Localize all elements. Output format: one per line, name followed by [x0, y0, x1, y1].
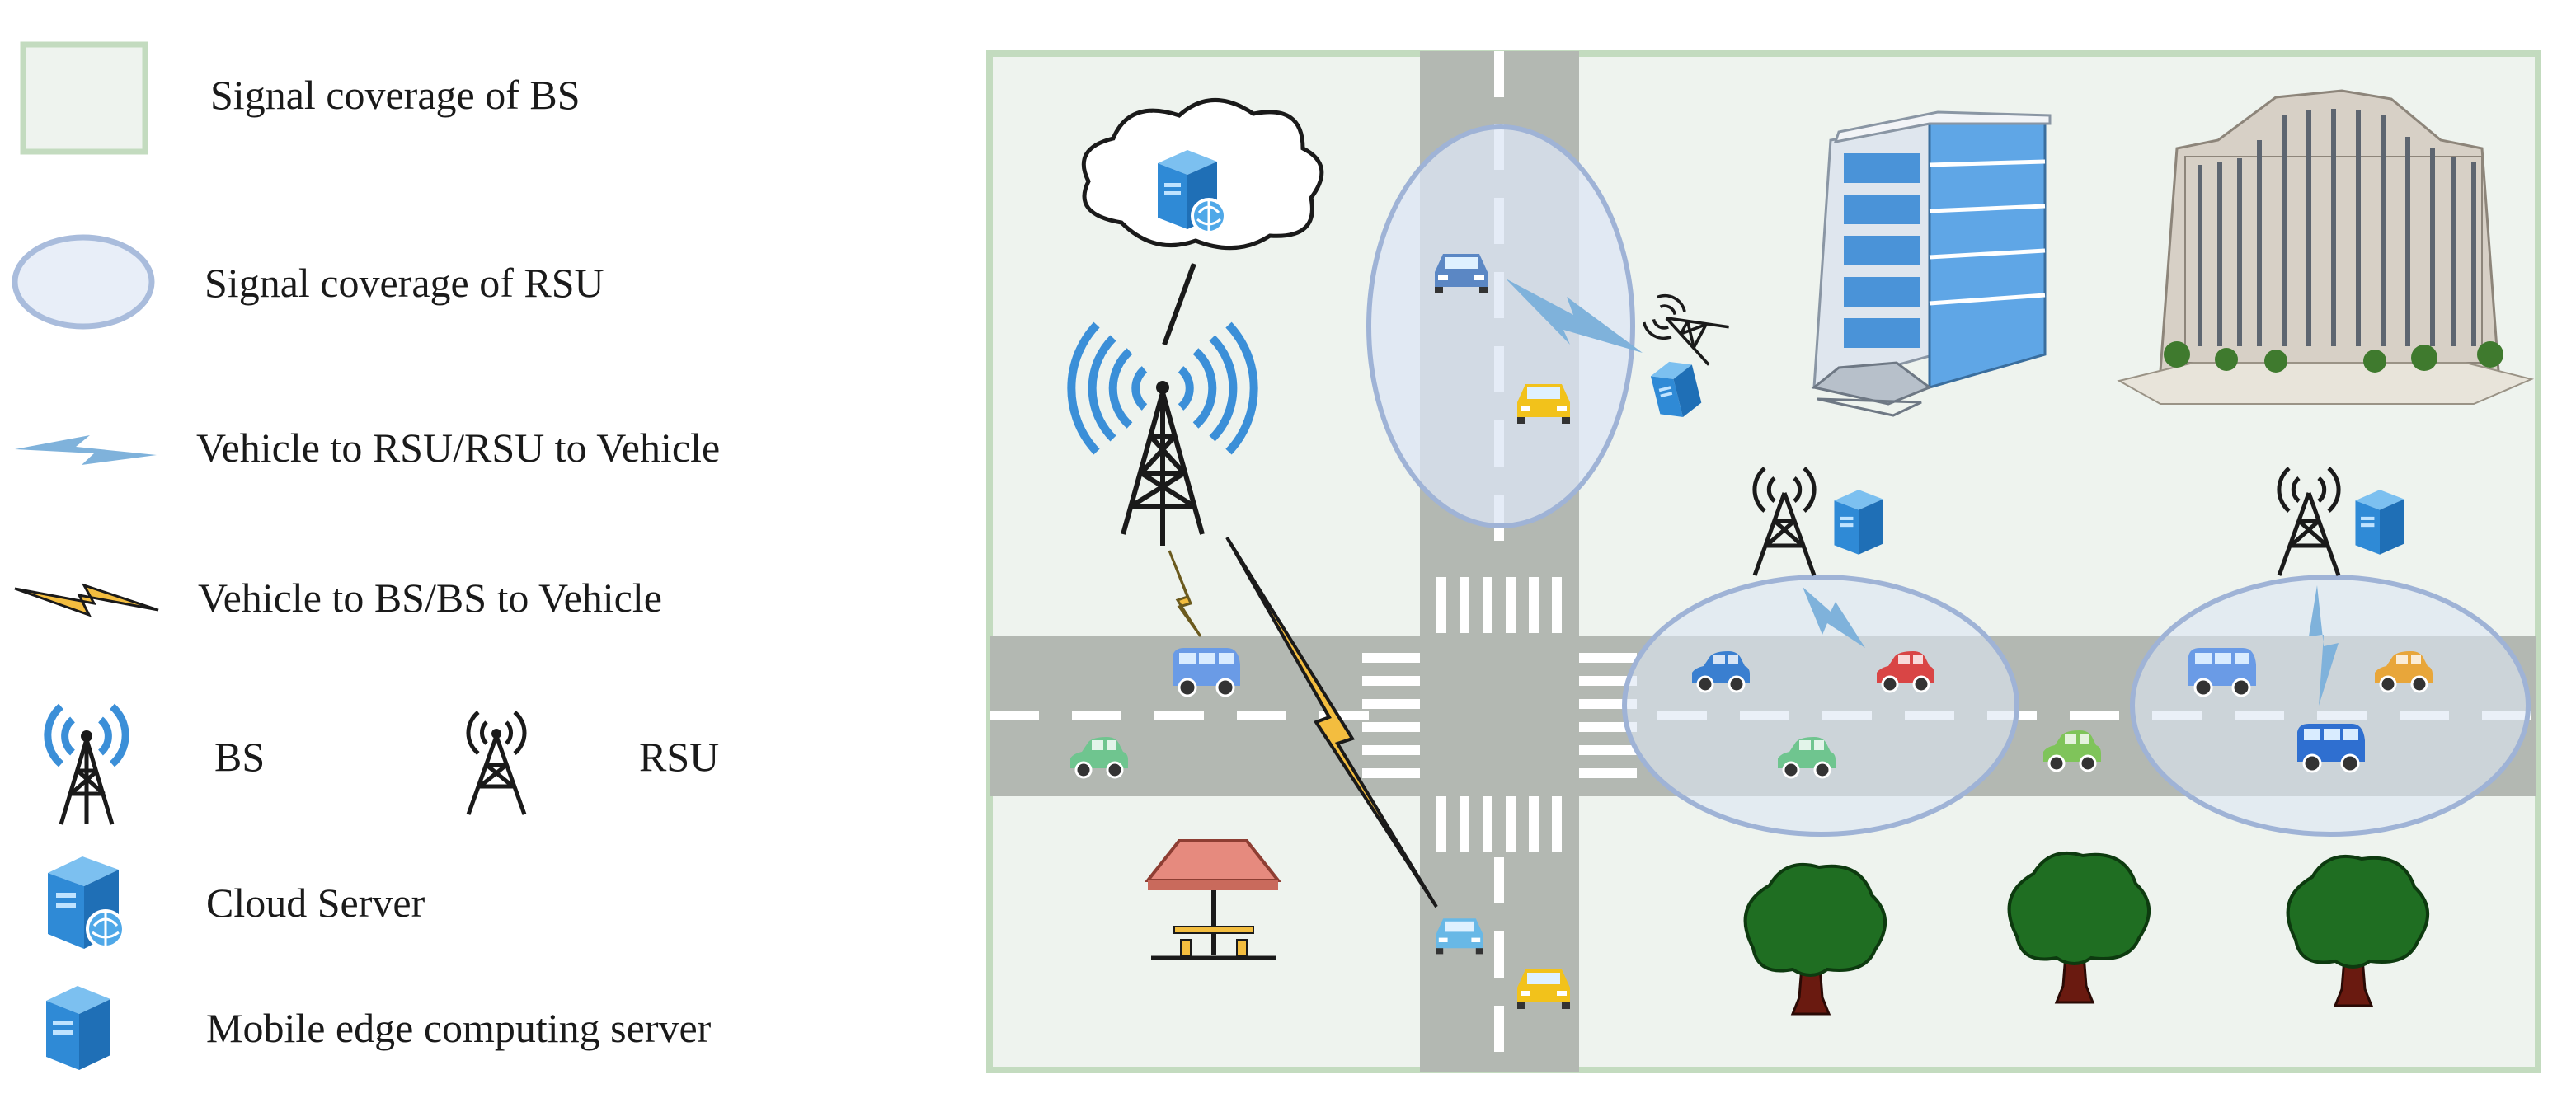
crosswalks	[1362, 577, 1637, 852]
rsu-coverage-top	[1366, 124, 1635, 528]
legend-v2bs-label: Vehicle to BS/BS to Vehicle	[198, 575, 662, 621]
legend-cloud-server-label: Cloud Server	[206, 880, 425, 926]
legend-v2rsu-label: Vehicle to RSU/RSU to Vehicle	[196, 425, 721, 471]
bs-tower-icon	[44, 703, 129, 825]
legend-bs-coverage-label: Signal coverage of BS	[210, 72, 581, 118]
legend-bs-label: BS	[214, 734, 266, 780]
v2rsu-bolt-right	[2309, 585, 2339, 706]
v2bs-bolt-long	[1225, 536, 1438, 908]
v2rsu-bolt-top	[1506, 279, 1643, 353]
rsu-coverage-middle	[1622, 575, 2019, 837]
legend-mec-server-label: Mobile edge computing server	[206, 1005, 712, 1051]
mec-server-icon	[46, 986, 110, 1070]
cloud-bs-link	[1162, 262, 1196, 346]
legend-rsu-coverage-label: Signal coverage of RSU	[204, 260, 604, 306]
v2rsu-bolt-icon	[15, 435, 157, 465]
cloud-server-icon	[48, 856, 125, 949]
hotel-building	[2117, 89, 2535, 405]
legend-rsu-label: RSU	[639, 734, 720, 780]
v2bs-bolt-icon	[14, 583, 159, 617]
cloud-server-icon	[1158, 150, 1227, 234]
mec-server-middle-icon	[1834, 490, 1883, 555]
rsu-tower-icon	[466, 711, 527, 815]
bs-tower-icon	[1067, 321, 1258, 546]
rsu-coverage-swatch	[12, 234, 155, 330]
v2bs-bolt-short	[1168, 550, 1202, 637]
bs-coverage-swatch	[20, 41, 148, 155]
pavilion	[1144, 839, 1282, 960]
v2rsu-bolt-middle	[1803, 587, 1865, 648]
glass-office-building	[1811, 110, 2052, 417]
rsu-coverage-right	[2130, 575, 2531, 837]
mec-server-right-icon	[2355, 490, 2404, 555]
